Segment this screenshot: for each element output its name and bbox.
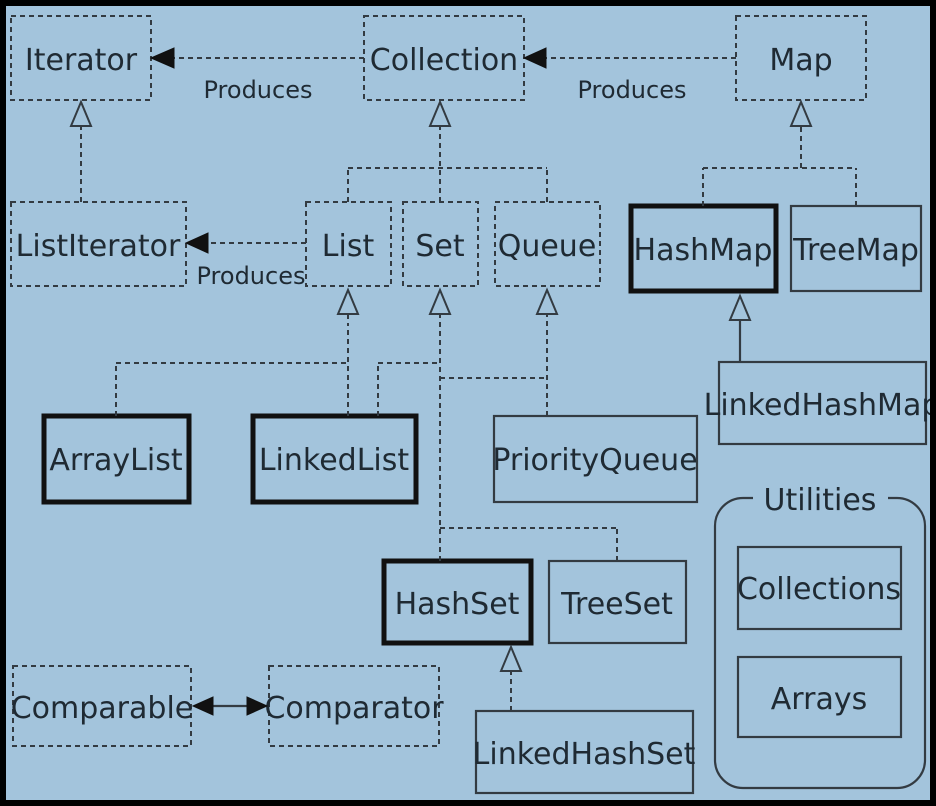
comparable-box — [12, 665, 192, 747]
collections-box — [736, 545, 903, 631]
linked-list-label: LinkedList — [259, 443, 410, 478]
map-label: Map — [769, 43, 832, 78]
tree-set-label: TreeSet — [560, 587, 673, 622]
list-produces-listiterator-label: Produces — [197, 262, 306, 290]
listiterator-arrowhead — [184, 232, 209, 254]
hash-map-label: HashMap — [634, 233, 773, 268]
comparable-arrowhead — [191, 696, 214, 716]
array-list-label: ArrayList — [49, 443, 182, 478]
hashmap-hollow-arrow — [728, 293, 752, 321]
hashset-hollow-arrow — [499, 644, 523, 672]
iterator-hollow-arrow — [69, 99, 93, 127]
linked-hash-set-label: LinkedHashSet — [473, 737, 696, 772]
linked-hash-map-label: LinkedHashMap — [704, 388, 930, 423]
comparator-arrowhead — [246, 696, 269, 716]
priority-queue-box — [492, 414, 699, 504]
hash-set-box — [381, 558, 534, 646]
utilities-title-gap — [753, 486, 888, 512]
diagram-canvas: Iterator Collection Map ListIterator Lis… — [6, 6, 930, 800]
iterator-arrowhead — [149, 47, 175, 69]
hash-set-label: HashSet — [395, 587, 520, 622]
comparator-box — [268, 665, 440, 747]
queue-label: Queue — [498, 229, 597, 264]
list-label: List — [322, 229, 375, 264]
linked-list-box — [250, 413, 419, 505]
collection-label: Collection — [370, 43, 518, 78]
collection-produces-iterator-label: Produces — [204, 76, 313, 104]
list-hollow-arrow — [336, 287, 360, 315]
map-produces-collection-label: Produces — [578, 76, 687, 104]
utilities-group-frame — [713, 496, 927, 790]
arrays-box — [736, 655, 903, 739]
arrays-label: Arrays — [771, 682, 867, 717]
queue-hollow-arrow — [535, 287, 559, 315]
set-hollow-arrow — [428, 287, 452, 315]
utilities-title: Utilities — [764, 483, 877, 518]
set-label: Set — [415, 229, 465, 264]
list-box — [305, 201, 392, 287]
queue-box — [494, 201, 601, 287]
collections-framework-diagram: Iterator Collection Map ListIterator Lis… — [10, 15, 930, 795]
linked-hash-set-box — [474, 709, 695, 795]
linked-hash-map-box — [717, 360, 928, 446]
map-hollow-arrow — [789, 99, 813, 127]
collections-label: Collections — [737, 572, 901, 607]
collection-arrowhead — [522, 47, 547, 69]
iterator-label: Iterator — [25, 43, 138, 78]
priority-queue-label: PriorityQueue — [492, 443, 697, 478]
tree-map-label: TreeMap — [792, 233, 919, 268]
list-iterator-label: ListIterator — [16, 229, 181, 264]
comparable-label: Comparable — [11, 691, 194, 726]
list-iterator-box — [10, 201, 187, 287]
collection-hollow-arrow — [428, 99, 452, 127]
comparator-label: Comparator — [264, 691, 444, 726]
